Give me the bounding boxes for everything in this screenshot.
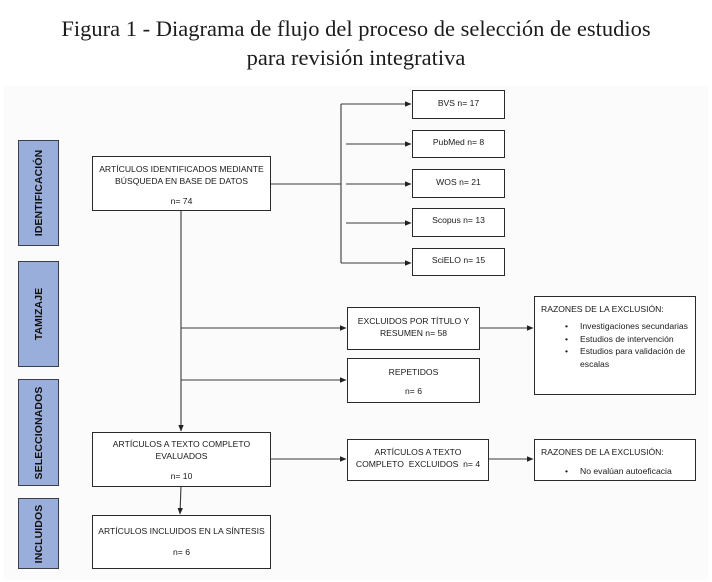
phase-included: INCLUIDOS	[18, 498, 59, 569]
database-label: PubMed n= 8	[432, 137, 485, 147]
exclusion-reasons-fulltext-box: RAZONES DE LA EXCLUSIÓN: No evalúan auto…	[534, 439, 696, 481]
fulltext-assessed-line-1: ARTÍCULOS A TEXTO COMPLETO	[112, 439, 251, 449]
exclusion-reasons-screening-box: RAZONES DE LA EXCLUSIÓN: Investigaciones…	[534, 296, 696, 395]
included-count: n= 6	[173, 547, 190, 557]
database-label: SciELO n= 15	[431, 255, 486, 265]
figure-title: Figura 1 - Diagrama de flujo del proceso…	[0, 14, 712, 72]
duplicates-label: REPETIDOS	[388, 367, 439, 377]
fulltext-excluded-box: ARTÍCULOS A TEXTO COMPLETO EXCLUIDOS n= …	[347, 439, 489, 481]
database-label: BVS n= 17	[437, 98, 480, 108]
database-box-pubmed: PubMed n= 8	[412, 130, 505, 158]
fulltext-assessed-box: ARTÍCULOS A TEXTO COMPLETO EVALUADOS n= …	[92, 432, 271, 487]
duplicates-count: n= 6	[405, 386, 422, 396]
reason-item: Estudios para validación de escalas	[565, 345, 695, 370]
fulltext-excluded-line-2: COMPLETO EXCLUIDOS n= 4	[355, 459, 481, 469]
reasons-heading: RAZONES DE LA EXCLUSIÓN:	[541, 304, 664, 314]
reason-item: Estudios de intervención	[565, 333, 695, 346]
phase-label: IDENTIFICACIÓN	[32, 149, 45, 237]
fulltext-assessed-line-2: EVALUADOS	[155, 451, 208, 461]
reasons-heading: RAZONES DE LA EXCLUSIÓN:	[541, 447, 664, 457]
fulltext-excluded-line-1: ARTÍCULOS A TEXTO	[374, 447, 462, 457]
identified-line-1: ARTÍCULOS IDENTIFICADOS MEDIANTE	[99, 164, 264, 174]
fulltext-assessed-count: n= 10	[170, 471, 193, 481]
phase-screening: TAMIZAJE	[18, 261, 59, 367]
duplicates-box: REPETIDOS n= 6	[347, 358, 480, 403]
phase-label: TAMIZAJE	[32, 287, 45, 341]
phase-label: SELECCIONADOS	[32, 386, 45, 479]
database-box-wos: WOS n= 21	[412, 169, 505, 198]
excluded-title-abstract-box: EXCLUIDOS POR TÍTULO Y RESUMEN n= 58	[347, 307, 480, 350]
reasons-list: Investigaciones secundarias Estudios de …	[541, 320, 695, 370]
database-box-bvs: BVS n= 17	[412, 90, 505, 119]
database-box-scopus: Scopus n= 13	[412, 208, 505, 237]
figure-title-line-1: Figura 1 - Diagrama de flujo del proceso…	[61, 16, 651, 41]
reason-item: Investigaciones secundarias	[565, 320, 695, 333]
identified-count: n= 74	[170, 196, 193, 206]
database-box-scielo: SciELO n= 15	[412, 248, 505, 276]
figure-title-line-2: para revisión integrativa	[246, 45, 466, 70]
phase-selected: SELECCIONADOS	[18, 379, 59, 486]
excluded-title-line-1: EXCLUIDOS POR TÍTULO Y	[357, 316, 470, 326]
identified-records-box: ARTÍCULOS IDENTIFICADOS MEDIANTE BÚSQUED…	[92, 156, 271, 211]
included-label: ARTÍCULOS INCLUIDOS EN LA SÍNTESIS	[98, 526, 265, 536]
database-label: WOS n= 21	[436, 177, 481, 187]
reason-item: No evalúan autoeficacia	[565, 465, 695, 478]
phase-identification: IDENTIFICACIÓN	[18, 140, 59, 246]
identified-line-2: BÚSQUEDA EN BASE DE DATOS	[115, 176, 248, 186]
database-label: Scopus n= 13	[432, 215, 485, 225]
phase-label: INCLUIDOS	[32, 504, 45, 563]
excluded-title-line-2: RESUMEN n= 58	[379, 328, 448, 338]
reasons-list: No evalúan autoeficacia	[541, 465, 695, 478]
included-studies-box: ARTÍCULOS INCLUIDOS EN LA SÍNTESIS n= 6	[92, 515, 271, 569]
